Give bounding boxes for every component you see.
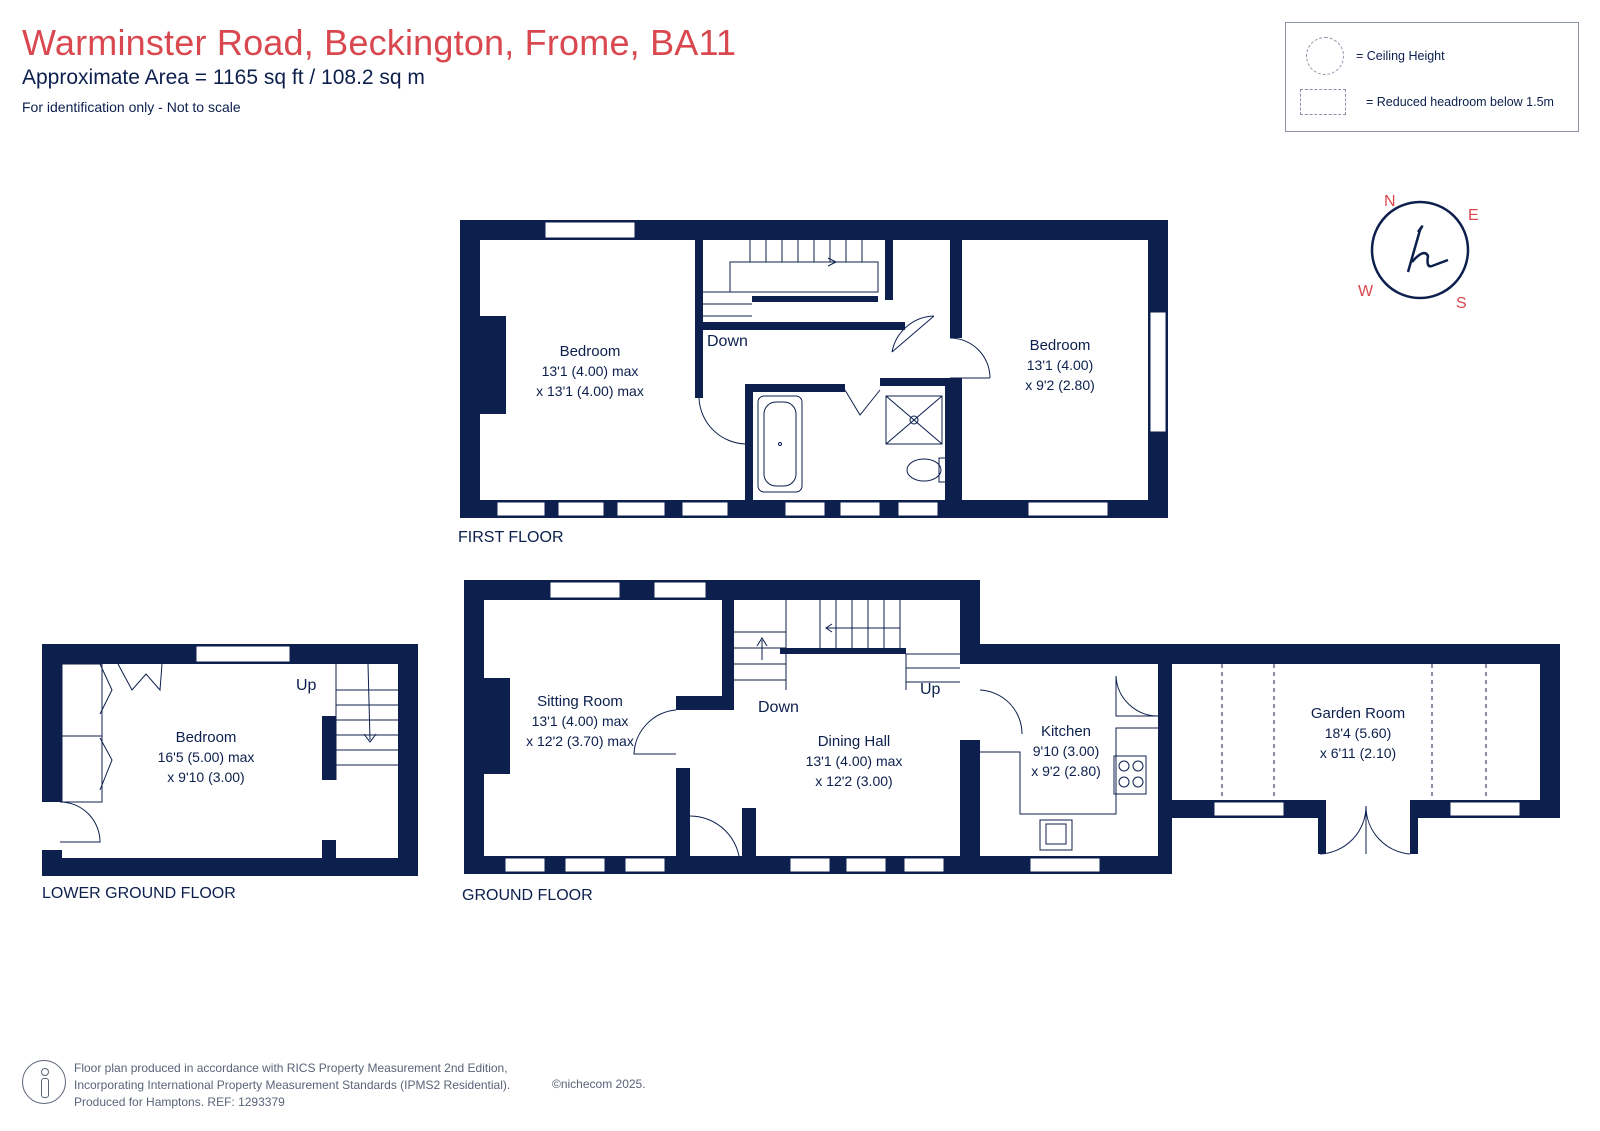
ground-up-label: Up [920, 681, 941, 698]
sitting-room-dim1: 13'1 (4.00) max [532, 713, 629, 729]
reduced-headroom-label: = Reduced headroom below 1.5m [1366, 95, 1554, 109]
garden-room-name: Garden Room [1311, 705, 1405, 722]
dining-hall-dim1: 13'1 (4.00) max [806, 753, 903, 769]
dining-hall-name: Dining Hall [818, 733, 891, 750]
footer-notes: Floor plan produced in accordance with R… [74, 1060, 510, 1111]
dining-hall-dim2: x 12'2 (3.00) [815, 773, 892, 789]
plan-title: Warminster Road, Beckington, Frome, BA11 [22, 22, 737, 63]
first-floor-down-label: Down [707, 333, 748, 350]
garden-room-dim2: x 6'11 (2.10) [1320, 745, 1396, 761]
lower-bedroom-dim2: x 9'10 (3.00) [167, 769, 244, 785]
first-bedroom2-dim2: x 9'2 (2.80) [1025, 377, 1095, 393]
first-bedroom1-dim1: 13'1 (4.00) max [542, 363, 639, 379]
sitting-room-dim2: x 12'2 (3.70) max [526, 733, 634, 749]
garden-room-dim1: 18'4 (5.60) [1325, 725, 1392, 741]
first-bedroom2-name: Bedroom [1030, 337, 1091, 354]
footer-line1: Floor plan produced in accordance with R… [74, 1061, 508, 1075]
kitchen-dim1: 9'10 (3.00) [1033, 743, 1100, 759]
compass-n: N [1384, 193, 1396, 210]
first-bedroom1-dim2: x 13'1 (4.00) max [536, 383, 644, 399]
ground-floor-label: GROUND FLOOR [462, 887, 593, 904]
ceiling-height-icon [1306, 37, 1344, 75]
ground-down-label: Down [758, 699, 799, 716]
reduced-headroom-icon [1300, 89, 1346, 115]
first-bedroom2-dim1: 13'1 (4.00) [1027, 357, 1094, 373]
approximate-area: Approximate Area = 1165 sq ft / 108.2 sq… [22, 66, 425, 89]
copyright: ©nichecom 2025. [552, 1077, 646, 1091]
footer-line2: Incorporating International Property Mea… [74, 1078, 511, 1092]
compass-icon: N E S W [1358, 193, 1479, 312]
ceiling-height-label: = Ceiling Height [1356, 49, 1445, 63]
compass-w: W [1358, 283, 1374, 300]
compass-s: S [1456, 295, 1467, 312]
lower-ground-floor-label: LOWER GROUND FLOOR [42, 885, 236, 902]
kitchen-dim2: x 9'2 (2.80) [1031, 763, 1101, 779]
identification-note: For identification only - Not to scale [22, 99, 241, 115]
lower-ground-up-label: Up [296, 677, 317, 694]
kitchen-name: Kitchen [1041, 723, 1091, 740]
lower-bedroom-dim1: 16'5 (5.00) max [158, 749, 255, 765]
sitting-room-name: Sitting Room [537, 693, 623, 710]
legend: = Ceiling Height = Reduced headroom belo… [1285, 22, 1579, 132]
lower-bedroom-name: Bedroom [176, 729, 237, 746]
first-bedroom1-name: Bedroom [560, 343, 621, 360]
info-person-icon [22, 1060, 66, 1104]
footer-line3: Produced for Hamptons. REF: 1293379 [74, 1095, 285, 1109]
compass-e: E [1468, 207, 1479, 224]
first-floor-label: FIRST FLOOR [458, 529, 564, 546]
